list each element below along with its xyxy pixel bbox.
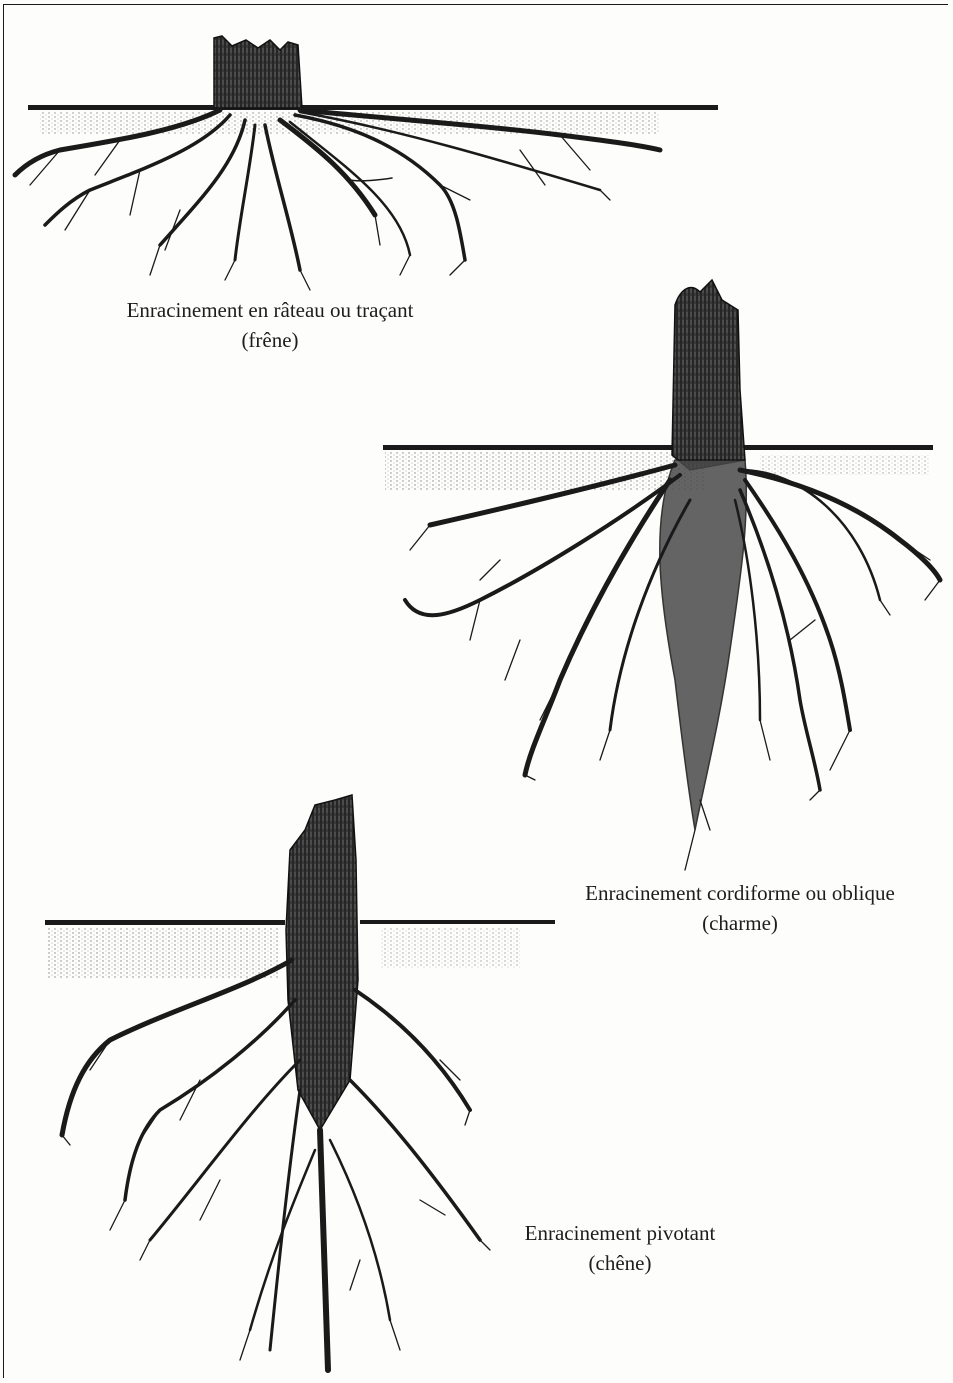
caption-chene: Enracinement pivotant (chêne) [470, 1218, 770, 1278]
chene-trunk [286, 795, 358, 1130]
chene-taproot [320, 1130, 328, 1370]
caption-frene-title: Enracinement en râteau ou traçant [60, 295, 480, 325]
frene-root-system [15, 36, 718, 290]
chene-ground-line [45, 920, 285, 925]
chene-root-system [45, 795, 555, 1370]
caption-frene: Enracinement en râteau ou traçant (frêne… [60, 295, 480, 355]
caption-charme: Enracinement cordiforme ou oblique (char… [540, 878, 940, 938]
charme-trunk [672, 280, 745, 470]
caption-chene-species: (chêne) [470, 1248, 770, 1278]
frene-ground-line [28, 105, 718, 110]
frene-stump [214, 36, 302, 108]
charme-ground-line [383, 445, 933, 450]
chene-soil-texture [48, 928, 278, 978]
caption-chene-title: Enracinement pivotant [470, 1218, 770, 1248]
caption-charme-species: (charme) [540, 908, 940, 938]
caption-frene-species: (frêne) [60, 325, 480, 355]
caption-charme-title: Enracinement cordiforme ou oblique [540, 878, 940, 908]
charme-central-roots [660, 460, 747, 830]
charme-root-system [383, 280, 940, 870]
